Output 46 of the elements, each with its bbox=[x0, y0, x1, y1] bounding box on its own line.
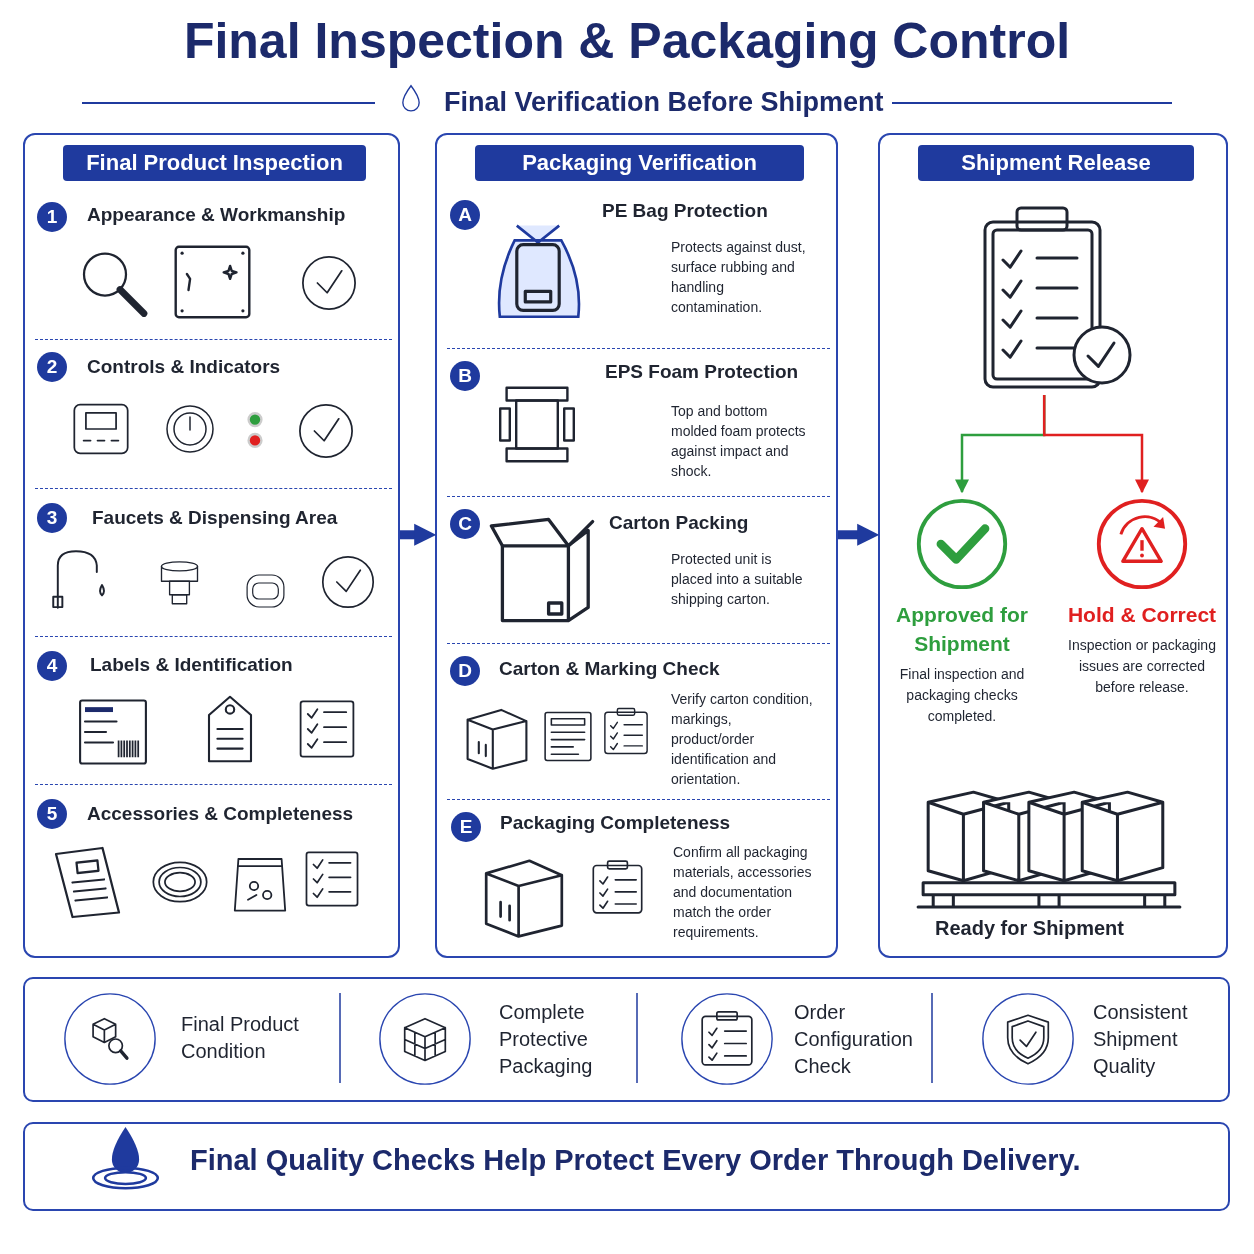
section-heading: Carton Packing bbox=[609, 512, 749, 534]
step-badge: B bbox=[450, 361, 480, 391]
step-badge: E bbox=[451, 812, 481, 842]
column-panel bbox=[878, 133, 1228, 958]
section-heading: EPS Foam Protection bbox=[605, 361, 799, 383]
step-badge: D bbox=[450, 656, 480, 686]
step-badge: 1 bbox=[37, 202, 67, 232]
panel-heading: Packaging Verification bbox=[475, 145, 804, 181]
section-heading: Carton & Marking Check bbox=[499, 658, 720, 680]
description-text: Confirm all packaging materials, accessories and documentation match the order requirements. bbox=[673, 843, 813, 942]
caption-text: Ready for Shipment bbox=[935, 916, 1125, 940]
outcome-heading: Approved for Shipment bbox=[895, 602, 1029, 657]
arrow bbox=[400, 523, 437, 546]
benefit-text: Final Product Condition bbox=[181, 1012, 300, 1064]
section-heading: PE Bag Protection bbox=[602, 200, 768, 222]
subtitle: Final Verification Before Shipment bbox=[444, 86, 884, 119]
description-text: Protected unit is placed into a suitable shipping carton. bbox=[671, 550, 804, 609]
slogan-text: Final Quality Checks Help Protect Every Order Through Delivery. bbox=[190, 1143, 1081, 1178]
step-badge: C bbox=[450, 509, 480, 539]
step-badge: 2 bbox=[37, 352, 67, 382]
benefit-text: Complete Protective Packaging bbox=[499, 1000, 594, 1079]
column-panel bbox=[23, 133, 400, 958]
arrow bbox=[838, 523, 880, 546]
step-badge: 3 bbox=[37, 503, 67, 533]
step-badge: 5 bbox=[37, 799, 67, 829]
step-badge: 4 bbox=[37, 651, 67, 681]
section-heading: Labels & Identification bbox=[90, 654, 293, 676]
title: Final Inspection & Packaging Control bbox=[182, 12, 1072, 70]
outcome-heading: Hold & Correct bbox=[1066, 602, 1218, 628]
description-text: Inspection or packaging issues are corrected before release. bbox=[1067, 636, 1217, 697]
step-badge: A bbox=[450, 200, 480, 230]
benefit-text: Consistent Shipment Quality bbox=[1093, 1000, 1189, 1079]
section-heading: Controls & Indicators bbox=[87, 356, 281, 378]
arrow bbox=[1042, 395, 1149, 494]
benefit-text: Order Configuration Check bbox=[794, 1000, 914, 1079]
section-heading: Faucets & Dispensing Area bbox=[92, 507, 338, 529]
description-text: Final inspection and packaging checks completed. bbox=[898, 665, 1026, 726]
section-heading: Accessories & Completeness bbox=[87, 803, 354, 825]
section-heading: Appearance & Workmanship bbox=[87, 204, 346, 226]
section-heading: Packaging Completeness bbox=[500, 812, 731, 834]
panel-heading: Final Product Inspection bbox=[63, 145, 366, 181]
description-text: Verify carton condition, markings, product/order identification and orientation. bbox=[671, 690, 814, 789]
description-text: Protects against dust, surface rubbing and handling contamination. bbox=[671, 238, 806, 317]
column-panel bbox=[435, 133, 838, 958]
description-text: Top and bottom molded foam protects against impact and shock. bbox=[671, 402, 806, 481]
panel-heading: Shipment Release bbox=[918, 145, 1194, 181]
